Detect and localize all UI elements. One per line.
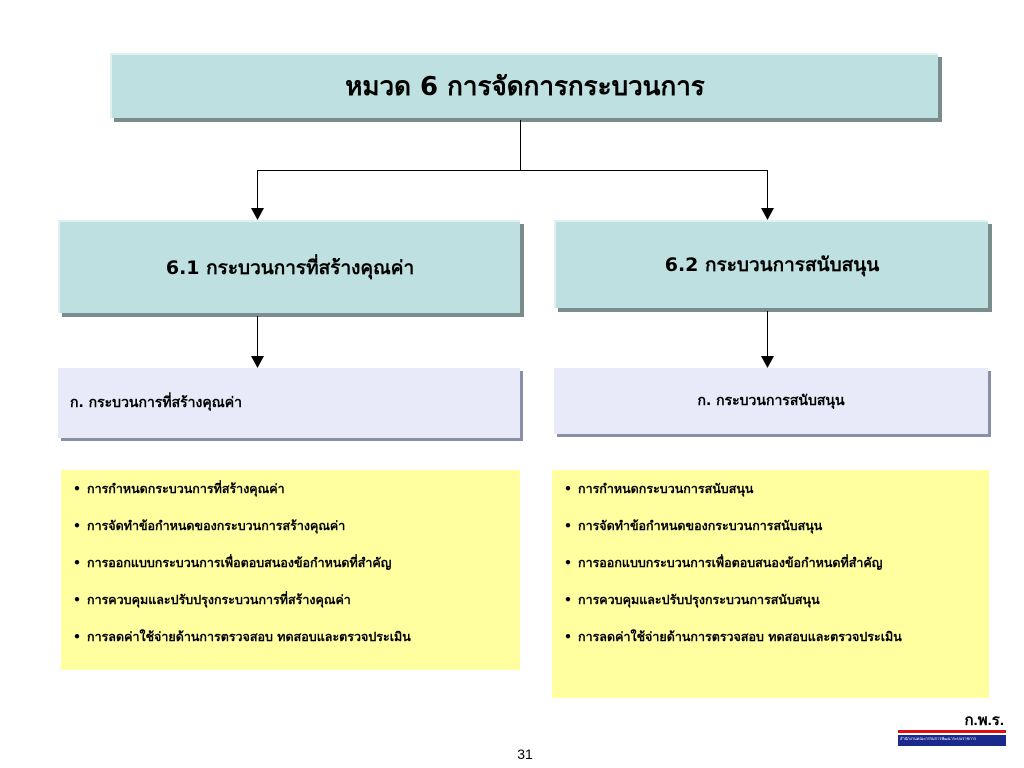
- list-item-text: การกำหนดกระบวนการที่สร้างคุณค่า: [87, 481, 285, 496]
- list-item-text: การจัดทำข้อกำหนดของกระบวนการสนับสนุน: [578, 518, 823, 533]
- list-item: • การกำหนดกระบวนการที่สร้างคุณค่า: [73, 480, 520, 498]
- list-item: • การออกแบบกระบวนการเพื่อตอบสนองข้อกำหนด…: [73, 554, 520, 572]
- logo-text: ก.พ.ร.: [964, 712, 1004, 729]
- title-box: หมวด 6 การจัดการกระบวนการ: [110, 53, 938, 118]
- connector-horizontal: [257, 170, 768, 171]
- list-item: • การจัดทำข้อกำหนดของกระบวนการสร้างคุณค่…: [73, 517, 520, 535]
- list-item: • การออกแบบกระบวนการเพื่อตอบสนองข้อกำหนด…: [564, 554, 989, 572]
- bullet-icon: •: [564, 555, 572, 570]
- bullet-icon: •: [564, 629, 572, 644]
- list-item-text: การออกแบบกระบวนการเพื่อตอบสนองข้อกำหนดที…: [87, 555, 392, 570]
- section-heading-6-2: 6.2 กระบวนการสนับสนุน: [664, 254, 880, 276]
- subsection-heading-right: ก. กระบวนการสนับสนุน: [697, 393, 845, 409]
- section-heading-6-1: 6.1 กระบวนการที่สร้างคุณค่า: [165, 256, 415, 279]
- list-item: • การควบคุมและปรับปรุงกระบวนการสนับสนุน: [564, 591, 989, 609]
- list-item-text: การลดค่าใช้จ่ายด้านการตรวจสอบ ทดสอบและตร…: [87, 629, 411, 644]
- connector-title-down: [520, 120, 521, 170]
- bullet-icon: •: [73, 481, 81, 496]
- arrowhead-right-section: [761, 208, 774, 220]
- item-list-right: • การกำหนดกระบวนการสนับสนุน • การจัดทำข้…: [552, 470, 989, 698]
- list-item: • การจัดทำข้อกำหนดของกระบวนการสนับสนุน: [564, 517, 989, 535]
- list-item-text: การออกแบบกระบวนการเพื่อตอบสนองข้อกำหนดที…: [578, 555, 883, 570]
- list-item-text: การควบคุมและปรับปรุงกระบวนการสนับสนุน: [578, 592, 820, 607]
- connector-right-sub: [767, 311, 768, 358]
- arrowhead-left-section: [251, 208, 264, 220]
- logo-subtext: สำนักงานคณะกรรมการพัฒนาระบบราชการ: [900, 736, 977, 741]
- opdc-logo: ก.พ.ร. สำนักงานคณะกรรมการพัฒนาระบบราชการ: [898, 708, 1006, 748]
- arrowhead-left-sub: [251, 356, 264, 368]
- subsection-box-left: ก. กระบวนการที่สร้างคุณค่า: [58, 368, 520, 438]
- section-box-6-1: 6.1 กระบวนการที่สร้างคุณค่า: [58, 220, 520, 313]
- list-item-text: การควบคุมและปรับปรุงกระบวนการที่สร้างคุณ…: [87, 592, 351, 607]
- list-item: • การควบคุมและปรับปรุงกระบวนการที่สร้างค…: [73, 591, 520, 609]
- bullet-icon: •: [73, 555, 81, 570]
- bullet-icon: •: [564, 481, 572, 496]
- subsection-heading-left: ก. กระบวนการที่สร้างคุณค่า: [70, 395, 242, 411]
- page-title: หมวด 6 การจัดการกระบวนการ: [345, 72, 705, 102]
- bullet-icon: •: [564, 592, 572, 607]
- subsection-box-right: ก. กระบวนการสนับสนุน: [554, 368, 988, 434]
- bullet-icon: •: [73, 629, 81, 644]
- list-item-text: การลดค่าใช้จ่ายด้านการตรวจสอบ ทดสอบและตร…: [578, 629, 902, 644]
- list-item: • การลดค่าใช้จ่ายด้านการตรวจสอบ ทดสอบและ…: [564, 628, 934, 646]
- page-number: 31: [517, 746, 533, 762]
- list-item: • การกำหนดกระบวนการสนับสนุน: [564, 480, 989, 498]
- list-item-text: การกำหนดกระบวนการสนับสนุน: [578, 481, 754, 496]
- connector-left-sub: [257, 316, 258, 358]
- logo-bar: [898, 730, 1006, 746]
- list-item-text: การจัดทำข้อกำหนดของกระบวนการสร้างคุณค่า: [87, 518, 346, 533]
- arrowhead-right-sub: [761, 356, 774, 368]
- connector-right-down: [767, 170, 768, 210]
- connector-left-down: [257, 170, 258, 210]
- bullet-icon: •: [73, 518, 81, 533]
- section-box-6-2: 6.2 กระบวนการสนับสนุน: [554, 220, 988, 308]
- item-list-left: • การกำหนดกระบวนการที่สร้างคุณค่า • การจ…: [61, 470, 520, 670]
- bullet-icon: •: [73, 592, 81, 607]
- bullet-icon: •: [564, 518, 572, 533]
- list-item: • การลดค่าใช้จ่ายด้านการตรวจสอบ ทดสอบและ…: [73, 628, 520, 646]
